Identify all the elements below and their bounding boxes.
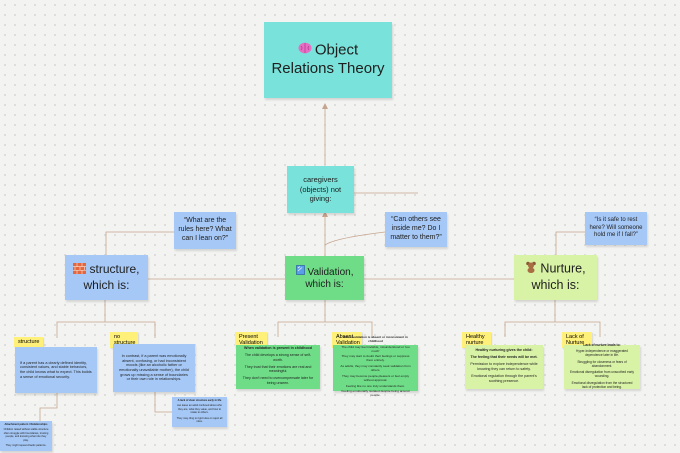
bottom-mid-point: can leave an adult confused about who th… [177, 404, 222, 414]
lack-nurture-point: Hyper-independence or exaggerated depend… [576, 348, 628, 358]
question-rules-text: “What are the rules here? What can I lea… [178, 217, 232, 242]
connector-rules-q [105, 231, 174, 255]
tag-lack-nurture[interactable]: Lack of Nurture [562, 332, 592, 348]
lack-nurture-point: Emotional disregulation from the structu… [571, 380, 633, 390]
lack-nurture-detail-note[interactable]: Lack of nurture leads to: Hyper-independ… [564, 342, 640, 390]
title-line-1: Object [298, 41, 358, 60]
healthy-nurture-detail-note[interactable]: Healthy nurturing gives the child: The f… [465, 345, 543, 389]
healthy-nurture-point: Emotional regulation through the parent'… [471, 373, 537, 383]
connector-structure-down [39, 393, 58, 422]
structure-detail-text: If a parent has a clearly defined identi… [20, 360, 92, 379]
nurture-branch-line-1: Nurture, [525, 261, 586, 278]
brain-icon [298, 41, 312, 60]
brick-wall-icon [73, 262, 87, 278]
absent-validation-point: They may become people-pleasers or feel … [341, 373, 410, 382]
bottom-left-point: Children raised without stable structure… [3, 428, 49, 442]
title-text-2: Relations Theory [271, 60, 385, 78]
validation-branch-subtitle: which is: [305, 279, 344, 290]
absent-validation-point: Feeling emotionally isolated despite bei… [341, 389, 410, 398]
absent-validation-point: As adults, they may constantly seek vali… [340, 364, 411, 372]
structure-branch-title: structure, [89, 262, 140, 277]
no-structure-detail-note[interactable]: In contrast, if a parent was emotionally… [113, 344, 195, 392]
central-note[interactable]: caregivers (objects) not giving: [287, 166, 354, 213]
structure-branch-line-1: structure, [73, 262, 140, 278]
absent-validation-point: They may start to doubt their feelings o… [341, 354, 410, 363]
present-validation-point: The child develops a strong sense of sel… [244, 352, 312, 362]
structure-detail-note[interactable]: If a parent has a clearly defined identi… [15, 347, 97, 393]
question-inside-note[interactable]: “Can others see inside me? Do I matter t… [385, 212, 447, 247]
validation-branch-note[interactable]: Validation, which is: [285, 256, 364, 300]
connector-inside-q [324, 231, 386, 246]
present-validation-point: They don't need to overcompensate later … [242, 376, 314, 386]
absent-validation-point: The child may feel invisible, misunderst… [341, 344, 410, 353]
title-text-1: Object [314, 41, 359, 59]
bottom-left-heading: Attachment pattern / Relationships [4, 422, 48, 426]
healthy-nurture-point: Permission to explore independence while… [470, 362, 538, 371]
arrowhead-title [322, 103, 328, 109]
bottom-left-detail-note[interactable]: Attachment pattern / Relationships Child… [0, 421, 52, 451]
present-validation-point: They trust that their emotions are real … [244, 364, 312, 374]
nurture-branch-title: Nurture, [540, 261, 586, 276]
question-rules-note[interactable]: “What are the rules here? What can I lea… [174, 212, 236, 249]
present-validation-heading: When validation is present in childhood [244, 346, 312, 351]
lack-nurture-point: Emotional disregulation from unsoothed e… [570, 370, 634, 379]
mirror-icon [295, 264, 305, 280]
bottom-mid-detail-note[interactable]: A lack of clear structure early in life … [172, 397, 227, 427]
healthy-nurture-heading: Healthy nurturing gives the child: [475, 348, 533, 353]
healthy-nurture-point: The feeling that their needs will be met… [470, 355, 538, 360]
connector-safe-q [555, 231, 585, 255]
validation-branch-title: Validation, [307, 266, 354, 278]
nurture-branch-note[interactable]: Nurture, which is: [514, 255, 597, 300]
absent-validation-point: Feeling like no one truly understands th… [345, 383, 406, 388]
question-inside-text: “Can others see inside me? Do I matter t… [390, 216, 442, 241]
lack-nurture-point: Struggling for closeness or fears of aba… [577, 359, 627, 368]
validation-branch-line-1: Validation, [295, 264, 354, 280]
absent-validation-heading: When validation is absent or inconsisten… [343, 334, 408, 343]
bottom-mid-point: They may cling to rigid rules or reject … [176, 416, 223, 424]
structure-branch-note[interactable]: structure, which is: [65, 255, 148, 300]
bottom-left-point: They might repeat chaotic patterns. [5, 444, 47, 447]
question-safe-text: “Is it safe to rest here? Will someone h… [589, 217, 643, 239]
tag-healthy-nurture[interactable]: Healthy nurture [462, 332, 491, 348]
title-note[interactable]: Object Relations Theory [264, 22, 392, 98]
nurture-branch-subtitle: which is: [531, 278, 580, 292]
tag-structure[interactable]: structure [14, 337, 44, 347]
lack-nurture-heading: Lack of nurture leads to: [583, 342, 621, 347]
question-safe-note[interactable]: “Is it safe to rest here? Will someone h… [585, 212, 647, 245]
connector-structure-split [56, 300, 156, 338]
tag-present-validation[interactable]: Present Validation [235, 332, 267, 348]
central-text: caregivers (objects) not giving: [299, 175, 342, 204]
teddy-bear-icon [525, 261, 537, 278]
bottom-mid-heading: A lack of clear structure early in life [177, 398, 222, 402]
no-structure-detail-text: In contrast, if a parent was emotionally… [119, 353, 189, 382]
structure-branch-subtitle: which is: [83, 277, 130, 292]
tag-absent-validation[interactable]: Absent Validation [332, 332, 362, 348]
absent-validation-detail-note[interactable]: When validation is absent or inconsisten… [333, 335, 418, 397]
present-validation-detail-note[interactable]: When validation is present in childhood … [236, 345, 320, 389]
connector-no-structure-down [154, 392, 172, 413]
